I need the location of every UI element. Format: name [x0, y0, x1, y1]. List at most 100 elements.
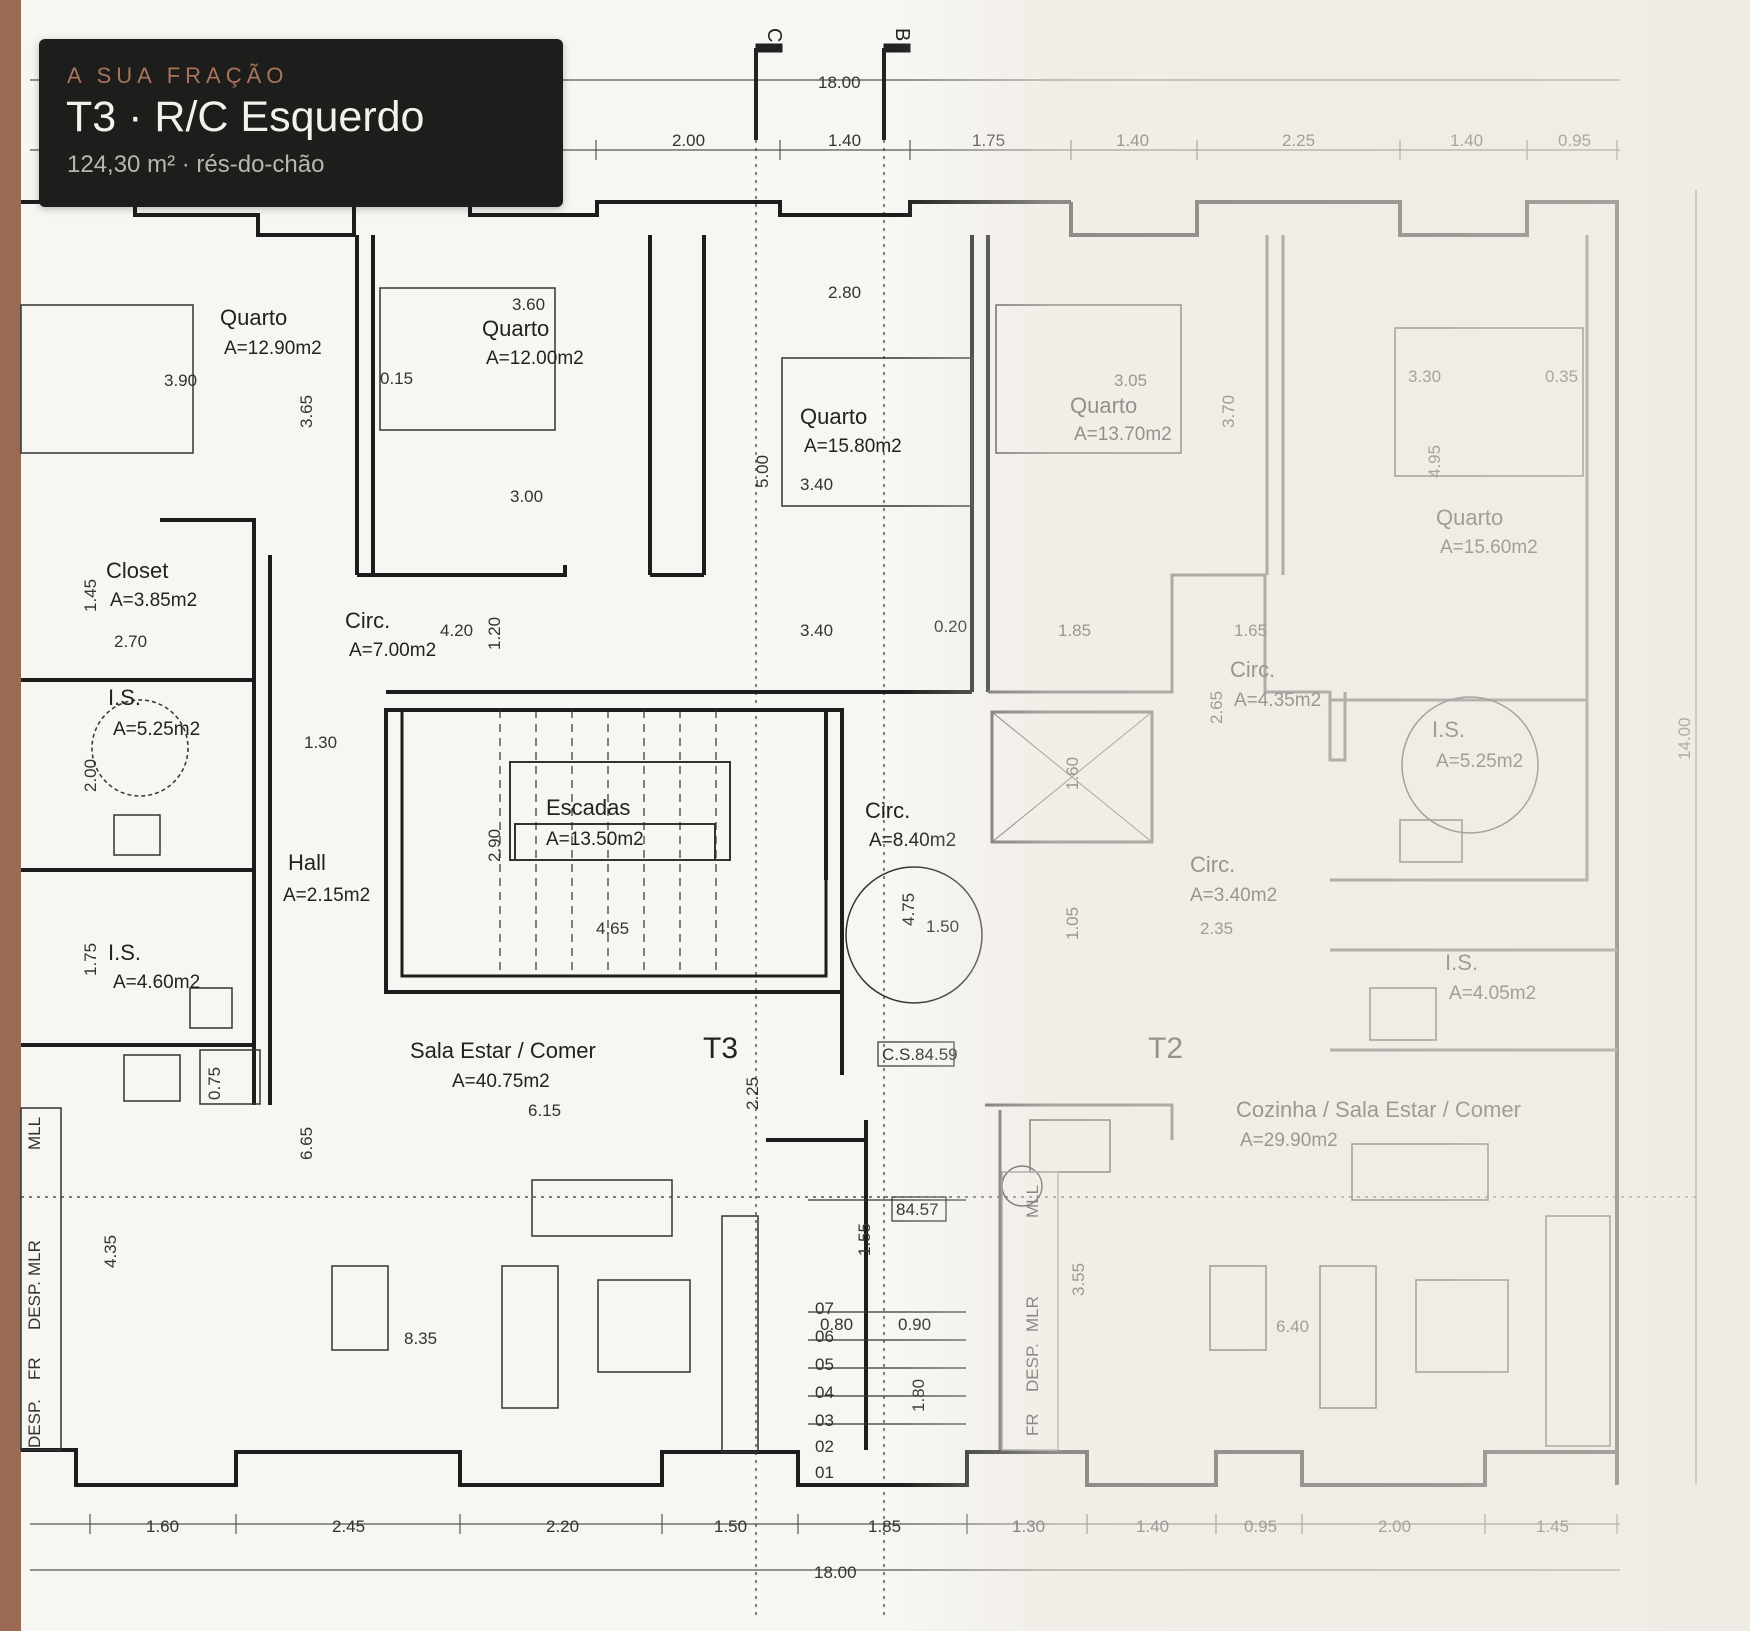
stair-step: 02 [815, 1437, 834, 1456]
dimension: 1.40 [828, 131, 861, 150]
stair-step: 03 [815, 1411, 834, 1430]
dimension: 0.20 [934, 617, 967, 636]
room-area: A=4.35m2 [1234, 690, 1321, 711]
dimension: 6.65 [297, 1127, 316, 1160]
unit-label-t3: T3 [703, 1032, 738, 1065]
dimension: 2.00 [81, 759, 100, 792]
stair-step: 01 [815, 1463, 834, 1482]
room-name: Closet [106, 558, 168, 583]
room-area: A=12.00m2 [486, 348, 584, 369]
dimension: 4.20 [440, 621, 473, 640]
room-area: A=3.40m2 [1190, 885, 1277, 906]
room-area: A=8.40m2 [869, 830, 956, 851]
room-area: A=13.50m2 [546, 829, 644, 850]
dimension: 1.45 [1536, 1517, 1569, 1536]
storage-label: MLR [25, 1240, 44, 1276]
dimension: 3.30 [1408, 367, 1441, 386]
dimension: 0.90 [898, 1315, 931, 1334]
room-area: A=4.60m2 [113, 972, 200, 993]
stair-step: 05 [815, 1355, 834, 1374]
dimension: 1.65 [1234, 621, 1267, 640]
room-name: Quarto [1070, 393, 1137, 418]
dimension: 4.75 [899, 893, 918, 926]
dimension: 3.60 [512, 295, 545, 314]
dimension: 1.50 [714, 1517, 747, 1536]
stair-step-numbers: 07 06 05 04 03 02 01 [815, 1299, 834, 1482]
dimension: 0.75 [205, 1067, 224, 1100]
dimension: 1.60 [1063, 757, 1082, 790]
dimension: 0.80 [820, 1315, 853, 1334]
room-name: Hall [288, 850, 326, 875]
dimension: 2.90 [485, 829, 504, 862]
storage-label: FR [1023, 1413, 1042, 1436]
dimension: 4.95 [1425, 445, 1444, 478]
room-area: A=5.25m2 [1436, 751, 1523, 772]
room-name: I.S. [1445, 950, 1478, 975]
level-tag: 84.57 [896, 1200, 939, 1219]
room-name: Cozinha / Sala Estar / Comer [1236, 1097, 1521, 1122]
dimension: 3.05 [1114, 371, 1147, 390]
room-name: I.S. [1432, 717, 1465, 742]
dimension: 1.30 [304, 733, 337, 752]
storage-label: MLL [25, 1117, 44, 1150]
room-name: Escadas [546, 795, 630, 820]
room-area: A=2.15m2 [283, 885, 370, 906]
dimension: 3.00 [510, 487, 543, 506]
dimension: 2.00 [672, 131, 705, 150]
dimension: 6.40 [1276, 1317, 1309, 1336]
room-name: Circ. [1230, 657, 1275, 682]
room-area: A=29.90m2 [1240, 1130, 1338, 1151]
dimension: 0.35 [1545, 367, 1578, 386]
room-name: I.S. [108, 940, 141, 965]
room-area: A=40.75m2 [452, 1071, 550, 1092]
dimension: 2.00 [1378, 1517, 1411, 1536]
unit-label-t2: T2 [1148, 1032, 1183, 1065]
storage-label: MLL [1023, 1185, 1042, 1218]
stair-step: 06 [815, 1327, 834, 1346]
room-name: Circ. [865, 798, 910, 823]
edge-strip [0, 0, 21, 1631]
dimension: 3.70 [1219, 395, 1238, 428]
dimension: 3.40 [800, 621, 833, 640]
dimension: 1.55 [855, 1223, 874, 1256]
room-area: A=12.90m2 [224, 338, 322, 359]
dimension: 1.40 [1450, 131, 1483, 150]
room-area: A=7.00m2 [349, 640, 436, 661]
dimension: 1.50 [926, 917, 959, 936]
room-area: A=15.80m2 [804, 436, 902, 457]
dimension: 3.55 [1069, 1263, 1088, 1296]
overall-dimension-top: 18.00 [818, 73, 861, 92]
dimension: 3.90 [164, 371, 197, 390]
dimension: 1.40 [1136, 1517, 1169, 1536]
section-marker-b: B [891, 28, 913, 41]
unit-title: T3 · R/C Esquerdo [66, 93, 425, 141]
room-area: A=3.85m2 [110, 590, 197, 611]
storage-label: FR [25, 1357, 44, 1380]
room-name: Circ. [345, 608, 390, 633]
dimension: 2.65 [1207, 691, 1226, 724]
dimension: 8.35 [404, 1329, 437, 1348]
dimension: 1.60 [146, 1517, 179, 1536]
dimension: 1.85 [1058, 621, 1091, 640]
room-name: Quarto [1436, 505, 1503, 530]
dimension: 0.95 [1558, 131, 1591, 150]
room-name: Quarto [220, 305, 287, 330]
dimension: 1.05 [1063, 907, 1082, 940]
room-area: A=13.70m2 [1074, 424, 1172, 445]
room-area: A=15.60m2 [1440, 537, 1538, 558]
dimension: 2.25 [743, 1077, 762, 1110]
room-name: Quarto [800, 404, 867, 429]
dimension: 4.65 [596, 919, 629, 938]
stair-step: 07 [815, 1299, 834, 1318]
dimension: 1.85 [868, 1517, 901, 1536]
unit-meta: 124,30 m² · rés-do-chão [67, 151, 325, 178]
dimension: 6.15 [528, 1101, 561, 1120]
storage-label: DESP. [25, 1399, 44, 1448]
room-area: A=5.25m2 [113, 719, 200, 740]
dimension: 1.20 [485, 617, 504, 650]
dimension: 1.45 [81, 579, 100, 612]
storage-label: MLR [1023, 1296, 1042, 1332]
overall-dimension-bottom: 18.00 [814, 1563, 857, 1582]
dimension: 1.40 [1116, 131, 1149, 150]
